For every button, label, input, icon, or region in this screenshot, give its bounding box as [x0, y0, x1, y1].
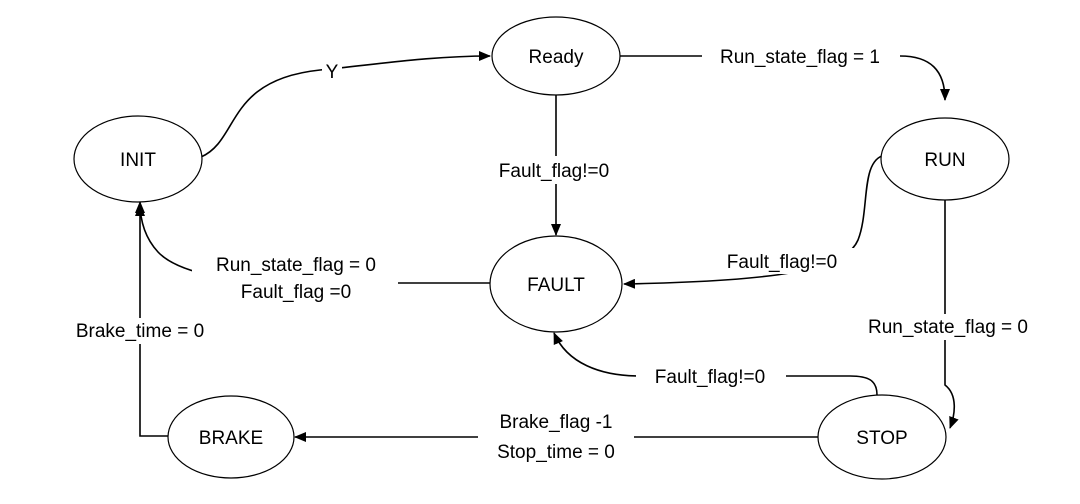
label-init-to-ready: Y — [326, 62, 339, 83]
state-fault: FAULT — [489, 235, 623, 333]
state-stop: STOP — [817, 394, 947, 480]
state-stop-label: STOP — [856, 428, 907, 449]
label-brake-to-init: Brake_time = 0 — [76, 321, 204, 342]
label-ready-to-run: Run_state_flag = 1 — [720, 47, 880, 68]
label-stop-to-fault: Fault_flag!=0 — [655, 367, 765, 388]
state-run: RUN — [880, 117, 1010, 201]
label-ready-to-fault: Fault_flag!=0 — [499, 161, 609, 182]
state-fault-label: FAULT — [527, 275, 585, 296]
edge-run-to-fault — [623, 154, 886, 289]
edge-ready-to-run — [620, 55, 950, 101]
state-run-label: RUN — [924, 150, 965, 171]
edge-init-to-ready — [200, 51, 491, 158]
label-stop-to-brake-line2: Stop_time = 0 — [497, 442, 615, 463]
state-brake-label: BRAKE — [199, 428, 263, 449]
edge-labels: Y Run_state_flag = 1 Fault_flag!=0 Fault… — [52, 42, 1050, 466]
label-run-to-fault: Fault_flag!=0 — [727, 252, 837, 273]
edge-run-to-stop — [944, 200, 959, 429]
label-fault-to-init-line2: Fault_flag =0 — [241, 282, 351, 303]
state-ready-label: Ready — [529, 47, 584, 68]
state-init: INIT — [73, 115, 203, 203]
label-run-to-stop: Run_state_flag = 0 — [868, 317, 1028, 338]
state-init-label: INIT — [120, 150, 156, 171]
state-brake: BRAKE — [167, 395, 295, 479]
edge-brake-to-init — [135, 204, 170, 437]
state-ready: Ready — [491, 16, 621, 96]
label-fault-to-init-line1: Run_state_flag = 0 — [216, 255, 376, 276]
label-stop-to-brake-line1: Brake_flag -1 — [499, 412, 612, 433]
